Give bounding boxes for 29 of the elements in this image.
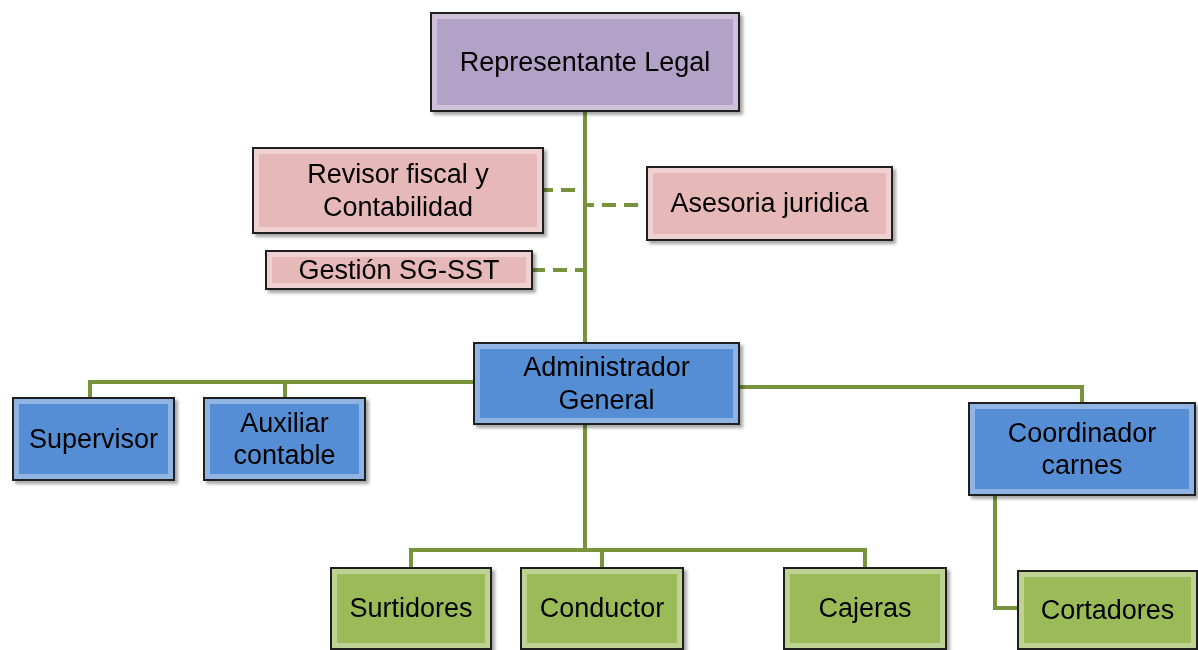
box-label: Representante Legal — [458, 45, 712, 79]
box-label: Gestión SG-SST — [297, 253, 501, 287]
org-box — [1017, 570, 1198, 650]
box-label: Cortadores — [1039, 593, 1176, 627]
org-box — [473, 342, 740, 425]
org-box — [430, 12, 740, 112]
connector-line — [583, 425, 867, 567]
connector-line — [740, 385, 1084, 402]
connector-line — [283, 380, 473, 397]
org-box — [12, 397, 175, 481]
dashed-connector — [533, 112, 587, 272]
connector-line — [993, 496, 1017, 610]
box-label: Cajeras — [817, 592, 913, 625]
box-label: Asesoria juridica — [669, 187, 870, 220]
box-label: Coordinador carnes — [1006, 416, 1158, 482]
box-label: Surtidores — [348, 592, 474, 625]
box-label: Revisor fiscal y Contabilidad — [306, 158, 490, 223]
org-box — [265, 250, 533, 290]
box-label: Supervisor — [27, 422, 160, 456]
org-box — [330, 567, 492, 650]
org-box — [520, 567, 684, 650]
box-label: Auxiliar contable — [232, 406, 337, 472]
org-box — [968, 402, 1196, 496]
org-box — [646, 166, 893, 241]
org-box — [252, 147, 544, 234]
org-box — [203, 397, 366, 481]
org-box — [783, 567, 947, 650]
box-label: Conductor — [538, 592, 666, 625]
box-label: Administrador General — [522, 351, 691, 416]
